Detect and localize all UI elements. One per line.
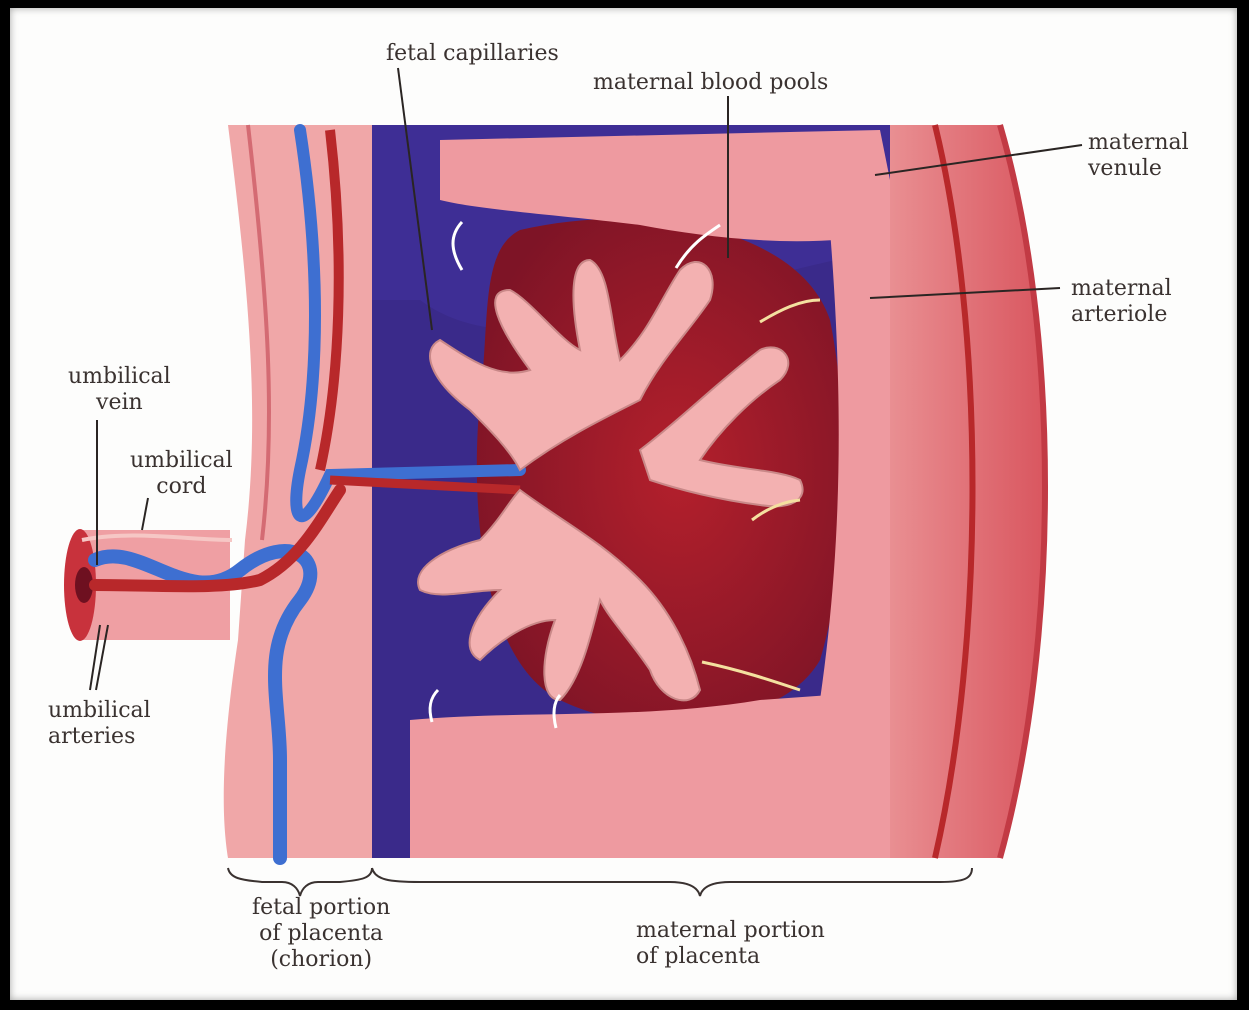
- label-fetal-portion: fetal portion of placenta (chorion): [252, 895, 390, 973]
- label-umbilical-vein: umbilical vein: [68, 364, 171, 416]
- label-fetal-capillaries: fetal capillaries: [386, 41, 559, 67]
- portion-braces: [228, 868, 972, 896]
- label-maternal-portion: maternal portion of placenta: [636, 918, 825, 970]
- label-maternal-arteriole: maternal arteriole: [1071, 276, 1172, 328]
- uterine-wall: [890, 125, 1045, 858]
- label-umbilical-cord: umbilical cord: [130, 448, 233, 500]
- label-umbilical-arteries: umbilical arteries: [48, 698, 151, 750]
- label-maternal-blood-pools: maternal blood pools: [593, 70, 828, 96]
- label-maternal-venule: maternal venule: [1088, 130, 1189, 182]
